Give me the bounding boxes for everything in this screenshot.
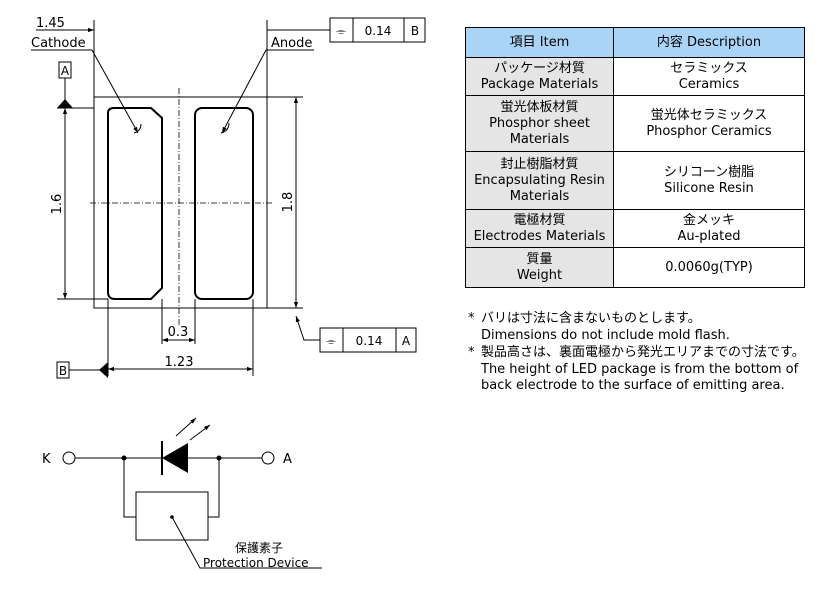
note-item: * 製品高さは、裏面電極から発光エリアまでの寸法です。The height of …: [468, 345, 805, 395]
cell-line: Encapsulating Resin: [474, 172, 605, 188]
note-line: バリは寸法に含まないものとします。: [481, 311, 701, 326]
note-line: back electrode to the surface of emittin…: [481, 378, 785, 393]
svg-text:0.14: 0.14: [365, 24, 392, 38]
cell-line: 蛍光体セラミックス: [650, 107, 768, 123]
svg-text:B: B: [411, 24, 419, 38]
anode-leader: [221, 49, 267, 134]
package-outline: [93, 96, 268, 309]
terminal-k-label: K: [42, 452, 51, 467]
note-item: * バリは寸法に含まないものとします。Dimensions do not incl…: [468, 311, 805, 344]
cell-line: Weight: [516, 267, 563, 283]
cell-line: シリコーン樹脂: [663, 164, 755, 180]
anode-label: Anode: [271, 36, 312, 51]
note-mark: *: [468, 311, 475, 326]
led-diode-icon: [162, 443, 188, 473]
cell-line: Electrodes Materials: [473, 228, 606, 244]
tolerance-frame-a: ⌯ 0.14 A: [319, 327, 417, 353]
dim-1-6: 1.6: [50, 194, 65, 215]
emission-arrow-icon: [175, 417, 197, 437]
cell-line: Package Materials: [480, 76, 599, 92]
protection-device-box: [135, 491, 209, 541]
terminal-a-label: A: [283, 452, 292, 467]
dim-1-45: 1.45: [36, 16, 65, 31]
cell-line: 0.0060g(TYP): [665, 259, 753, 275]
cell-line: Materials: [509, 188, 570, 204]
tolerance-a-leader: [295, 315, 320, 341]
protection-label-en: Protection Device: [203, 556, 309, 570]
cell-line: Phosphor sheet: [489, 115, 590, 131]
table-header-row: 項目 Item 内容 Description: [465, 27, 805, 58]
terminal-k-icon: [62, 451, 76, 465]
svg-text:⌯: ⌯: [326, 334, 336, 348]
cell-line: Ceramics: [678, 76, 740, 92]
cell-line: Materials: [509, 131, 570, 147]
tolerance-frame-b: ⌯ 0.14 B: [329, 17, 426, 43]
cell-line: Silicone Resin: [664, 180, 754, 196]
circuit-diagram: K A 保護素子 Protection Device: [42, 417, 322, 570]
datum-a-label: A: [61, 64, 70, 78]
dim-0-3: 0.3: [168, 325, 189, 340]
cell-line: 封止樹脂材質: [500, 156, 579, 172]
cathode-label: Cathode: [31, 36, 86, 51]
table-cell-description: 0.0060g(TYP): [613, 247, 805, 288]
header-item: 項目 Item: [465, 27, 614, 58]
notes: * バリは寸法に含まないものとします。Dimensions do not incl…: [468, 311, 805, 396]
note-line: 製品高さは、裏面電極から発光エリアまでの寸法です。: [481, 345, 805, 360]
datum-a-triangle: [57, 99, 73, 108]
svg-text:⌯: ⌯: [336, 24, 346, 38]
cell-line: Au-plated: [677, 228, 741, 244]
protection-label-jp: 保護素子: [235, 540, 283, 555]
cell-line: 蛍光体板材質: [500, 99, 579, 115]
svg-text:A: A: [402, 334, 411, 348]
dim-1-8: 1.8: [281, 192, 296, 213]
cell-line: Phosphor Ceramics: [646, 123, 772, 139]
terminal-a-icon: [261, 451, 275, 465]
note-line: Dimensions do not include mold flash.: [481, 327, 730, 343]
note-line: The height of LED package is from the bo…: [481, 361, 799, 377]
cathode-pad: [107, 107, 163, 300]
cell-line: パッケージ材質: [494, 60, 585, 76]
svg-text:0.14: 0.14: [356, 334, 383, 348]
dim-1-23: 1.23: [165, 355, 194, 370]
anode-pad: [194, 107, 254, 300]
cell-line: 金メッキ: [682, 212, 735, 228]
cell-line: 電極材質: [513, 212, 566, 228]
datum-b-triangle: [99, 362, 108, 378]
note-mark: *: [468, 345, 475, 360]
cell-line: 質量: [526, 251, 553, 267]
cell-line: セラミックス: [670, 60, 748, 76]
cathode-leader: [91, 49, 139, 134]
header-description: 内容 Description: [613, 27, 805, 58]
protection-leader: [171, 516, 322, 569]
datum-b-label: B: [59, 364, 67, 378]
